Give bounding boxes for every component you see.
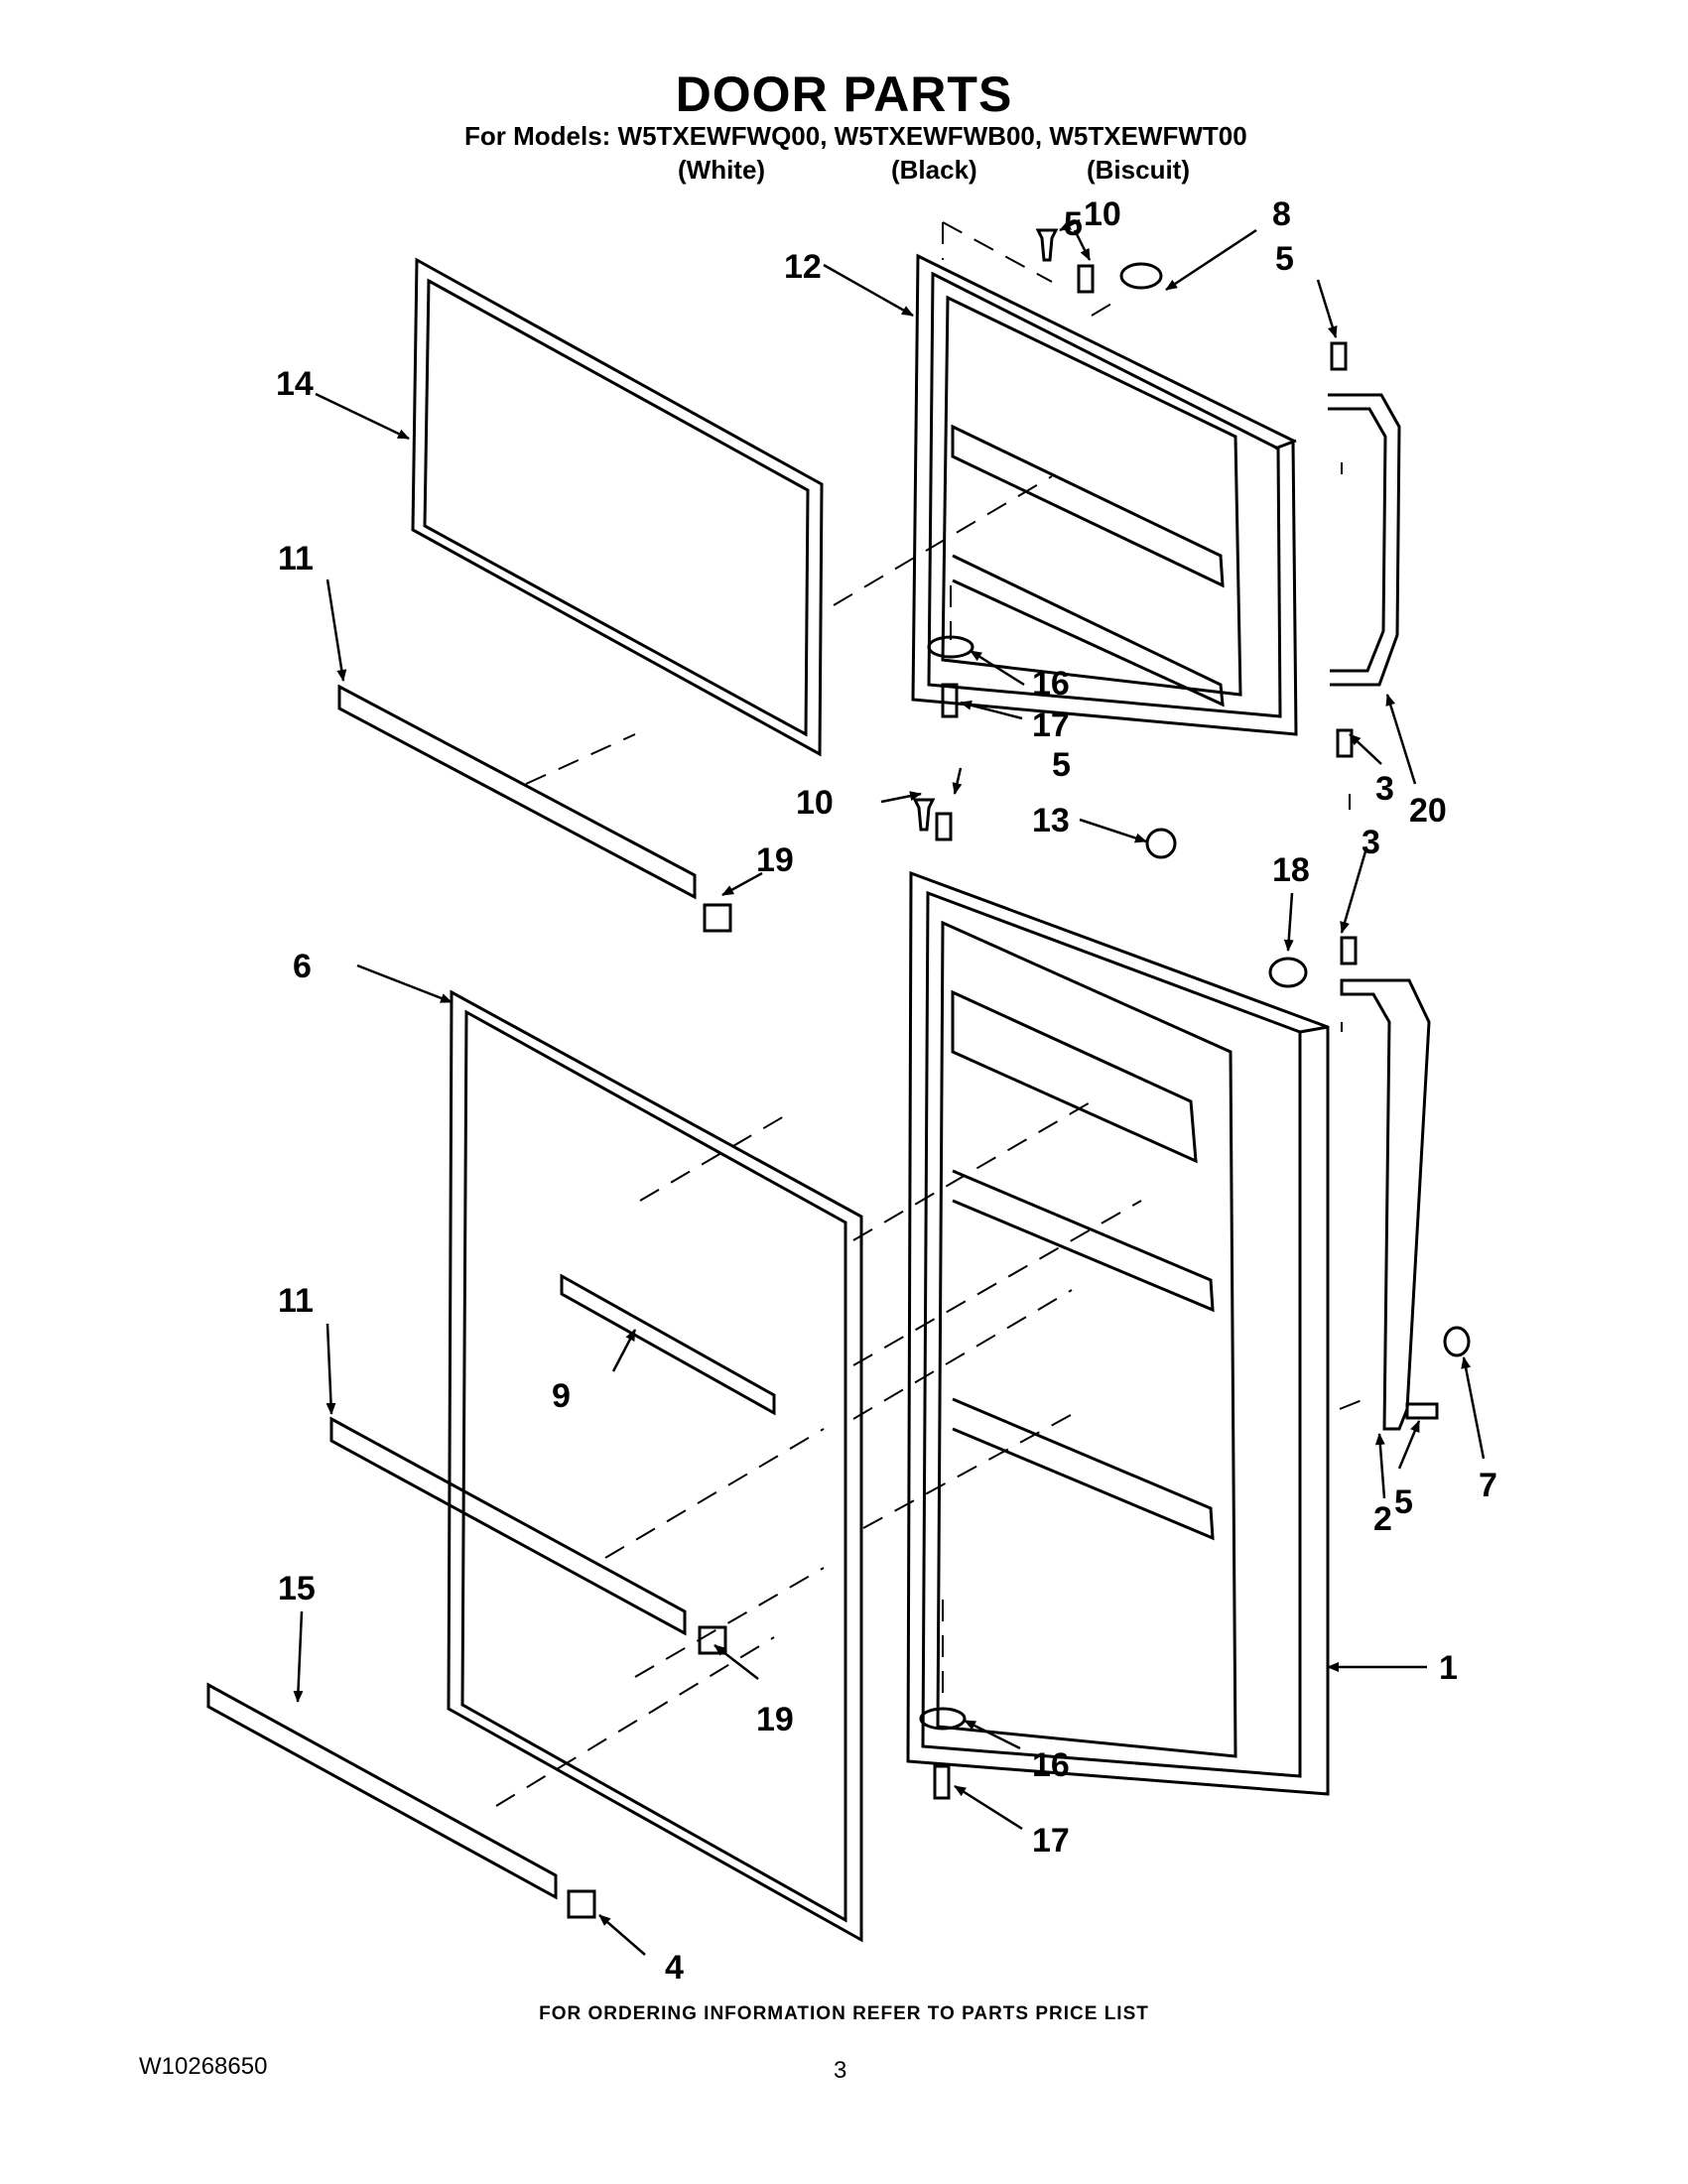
models-line: For Models: W5TXEWFWQ00, W5TXEWFWB00, W5… bbox=[464, 121, 1247, 151]
callout-9: 9 bbox=[552, 1377, 571, 1415]
alignment-lines bbox=[495, 221, 1370, 1807]
callout-8: 8 bbox=[1272, 195, 1291, 233]
screw bbox=[933, 264, 1439, 1800]
freezer-door-trim bbox=[337, 684, 697, 900]
callout-12: 12 bbox=[784, 248, 822, 286]
ordering-note: FOR ORDERING INFORMATION REFER TO PARTS … bbox=[539, 2003, 1149, 2024]
callout-3-refrigerator-handle: 3 bbox=[1362, 824, 1380, 861]
callout-16-refrigerator: 16 bbox=[1032, 1746, 1070, 1784]
freezer-door bbox=[911, 253, 1298, 736]
refrigerator-door-handle bbox=[1340, 978, 1431, 1431]
freezer-door-handle bbox=[1328, 393, 1401, 687]
callout-5-refrigerator-handle: 5 bbox=[1394, 1483, 1413, 1521]
callout-10-freezer: 10 bbox=[1084, 195, 1121, 233]
callout-11-refrigerator-trim: 11 bbox=[278, 1282, 314, 1320]
callout-10-refrigerator: 10 bbox=[796, 784, 834, 822]
callout-11-freezer-trim: 11 bbox=[278, 540, 314, 578]
callout-17-refrigerator: 17 bbox=[1032, 1822, 1070, 1860]
callout-6: 6 bbox=[293, 948, 312, 985]
page-number: 3 bbox=[834, 2057, 847, 2084]
callout-4: 4 bbox=[665, 1949, 684, 1987]
color-white: (White) bbox=[678, 155, 766, 185]
callout-13: 13 bbox=[1032, 802, 1070, 839]
trim-end-cap bbox=[567, 903, 732, 1919]
refrigerator-door-trim bbox=[329, 1416, 687, 1636]
door-shelf-trim bbox=[560, 1273, 776, 1416]
callout-19-refrigerator-cap: 19 bbox=[756, 1701, 794, 1738]
callout-16-freezer: 16 bbox=[1032, 665, 1070, 703]
freezer-door-gasket bbox=[411, 257, 824, 757]
color-black: (Black) bbox=[891, 155, 977, 185]
page-title: DOOR PARTS bbox=[675, 66, 1013, 122]
callout-15: 15 bbox=[278, 1570, 316, 1607]
callout-14: 14 bbox=[276, 365, 314, 403]
hole-plug bbox=[1268, 957, 1308, 988]
washer bbox=[1119, 262, 1471, 1357]
callout-3-freezer-handle: 3 bbox=[1375, 770, 1394, 808]
callout-2: 2 bbox=[1373, 1500, 1392, 1538]
refrigerator-door bbox=[906, 870, 1330, 1796]
color-biscuit: (Biscuit) bbox=[1087, 155, 1190, 185]
callout-17-freezer: 17 bbox=[1032, 707, 1070, 744]
refrigerator-door-gasket bbox=[447, 989, 863, 1943]
document-number: W10268650 bbox=[139, 2053, 268, 2080]
callout-5-freezer-top: 5 bbox=[1064, 205, 1083, 243]
callout-5-freezer-handle: 5 bbox=[1275, 240, 1294, 278]
callout-20: 20 bbox=[1409, 792, 1447, 830]
callout-18: 18 bbox=[1272, 851, 1310, 889]
callout-arrows bbox=[293, 218, 1486, 1956]
callout-7: 7 bbox=[1479, 1467, 1497, 1504]
bottom-door-trim bbox=[206, 1682, 558, 1900]
hinge-pin bbox=[912, 228, 1059, 832]
callout-19-freezer-cap: 19 bbox=[756, 841, 794, 879]
callout-5-refrigerator-top: 5 bbox=[1052, 746, 1071, 784]
callout-1: 1 bbox=[1439, 1649, 1458, 1687]
